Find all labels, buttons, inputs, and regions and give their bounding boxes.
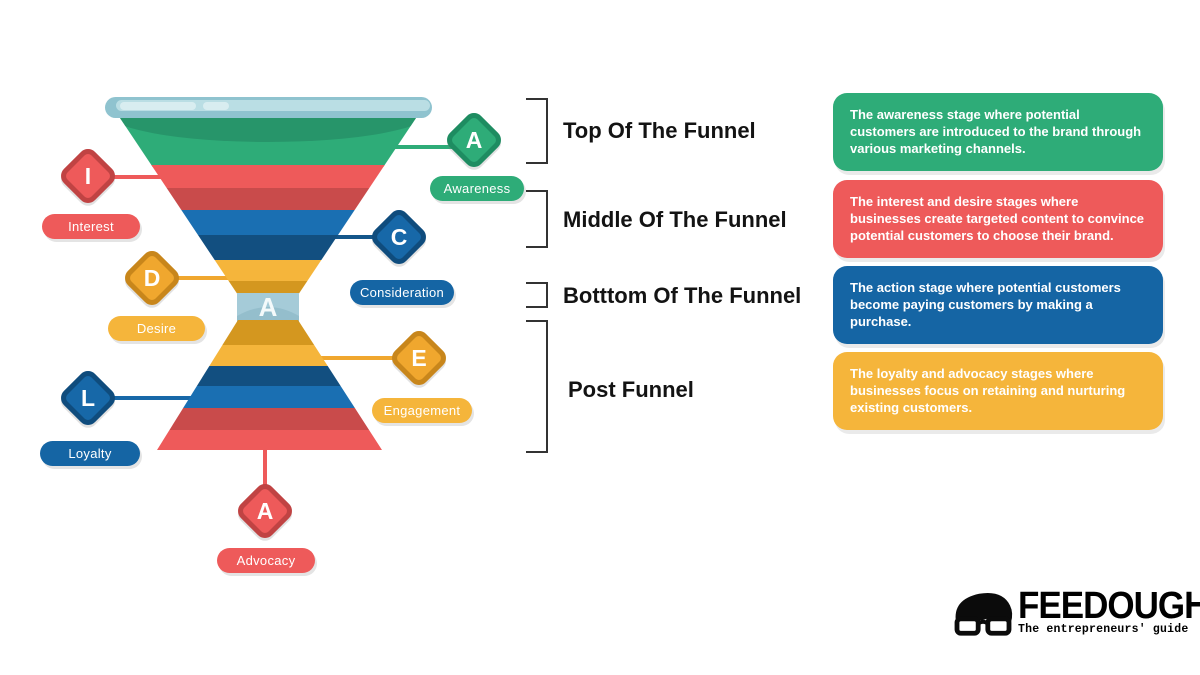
stage-diamond-engagement: E [387,326,451,390]
funnel-neck [237,293,299,322]
section-label-post: Post Funnel [568,377,694,402]
stage-letter-consideration: C [390,223,408,250]
stage-diamond-desire: D [120,246,184,310]
glasses-face-icon [954,593,1013,636]
stage-letter-engagement: E [411,344,427,371]
stage-pill-desire: Desire [108,316,205,341]
stage-diamond-consideration: C [367,205,431,269]
logo-tagline: The entrepreneurs' guide [1018,623,1189,636]
funnel-illustration [88,97,474,511]
stage-letter-interest: I [84,162,92,189]
stage-letter-loyalty: L [80,384,96,411]
stage-pill-loyalty: Loyalty [40,441,140,466]
bracket-post-funnel [526,320,548,453]
stage-letter-desire: D [143,264,161,291]
stage-pill-interest: Interest [42,214,140,239]
logo-brand-text: FEEDOUGH [1018,584,1200,627]
description-box-interest-desire: The interest and desire stages where bus… [833,180,1163,258]
bracket-middle-of-funnel [526,190,548,248]
stage-diamond-advocacy: A [233,479,297,543]
stage-pill-engagement: Engagement [372,398,472,423]
section-label-bottom: Botttom Of The Funnel [563,283,802,308]
description-box-awareness: The awareness stage where potential cust… [833,93,1163,171]
stage-pill-consideration: Consideration [350,280,454,305]
description-box-loyalty-advocacy: The loyalty and advocacy stages where bu… [833,352,1163,430]
stage-letter-advocacy: A [256,497,274,524]
stage-diamond-interest: I [56,144,120,208]
funnel-neck-letter: A [258,291,278,322]
stage-diamond-awareness: A [442,108,506,172]
bracket-top-of-funnel [526,98,548,164]
section-label-middle: Middle Of The Funnel [563,207,787,232]
description-box-action: The action stage where potential custome… [833,266,1163,344]
section-label-top: Top Of The Funnel [563,118,756,143]
funnel-rim [105,97,432,118]
stage-pill-awareness: Awareness [430,176,524,201]
bracket-bottom-of-funnel [526,282,548,308]
stage-pill-advocacy: Advocacy [217,548,315,573]
stage-diamond-loyalty: L [56,366,120,430]
feedough-logo: FEEDOUGH .COM The entrepreneurs' guide [952,584,1200,640]
stage-letter-awareness: A [465,126,483,153]
